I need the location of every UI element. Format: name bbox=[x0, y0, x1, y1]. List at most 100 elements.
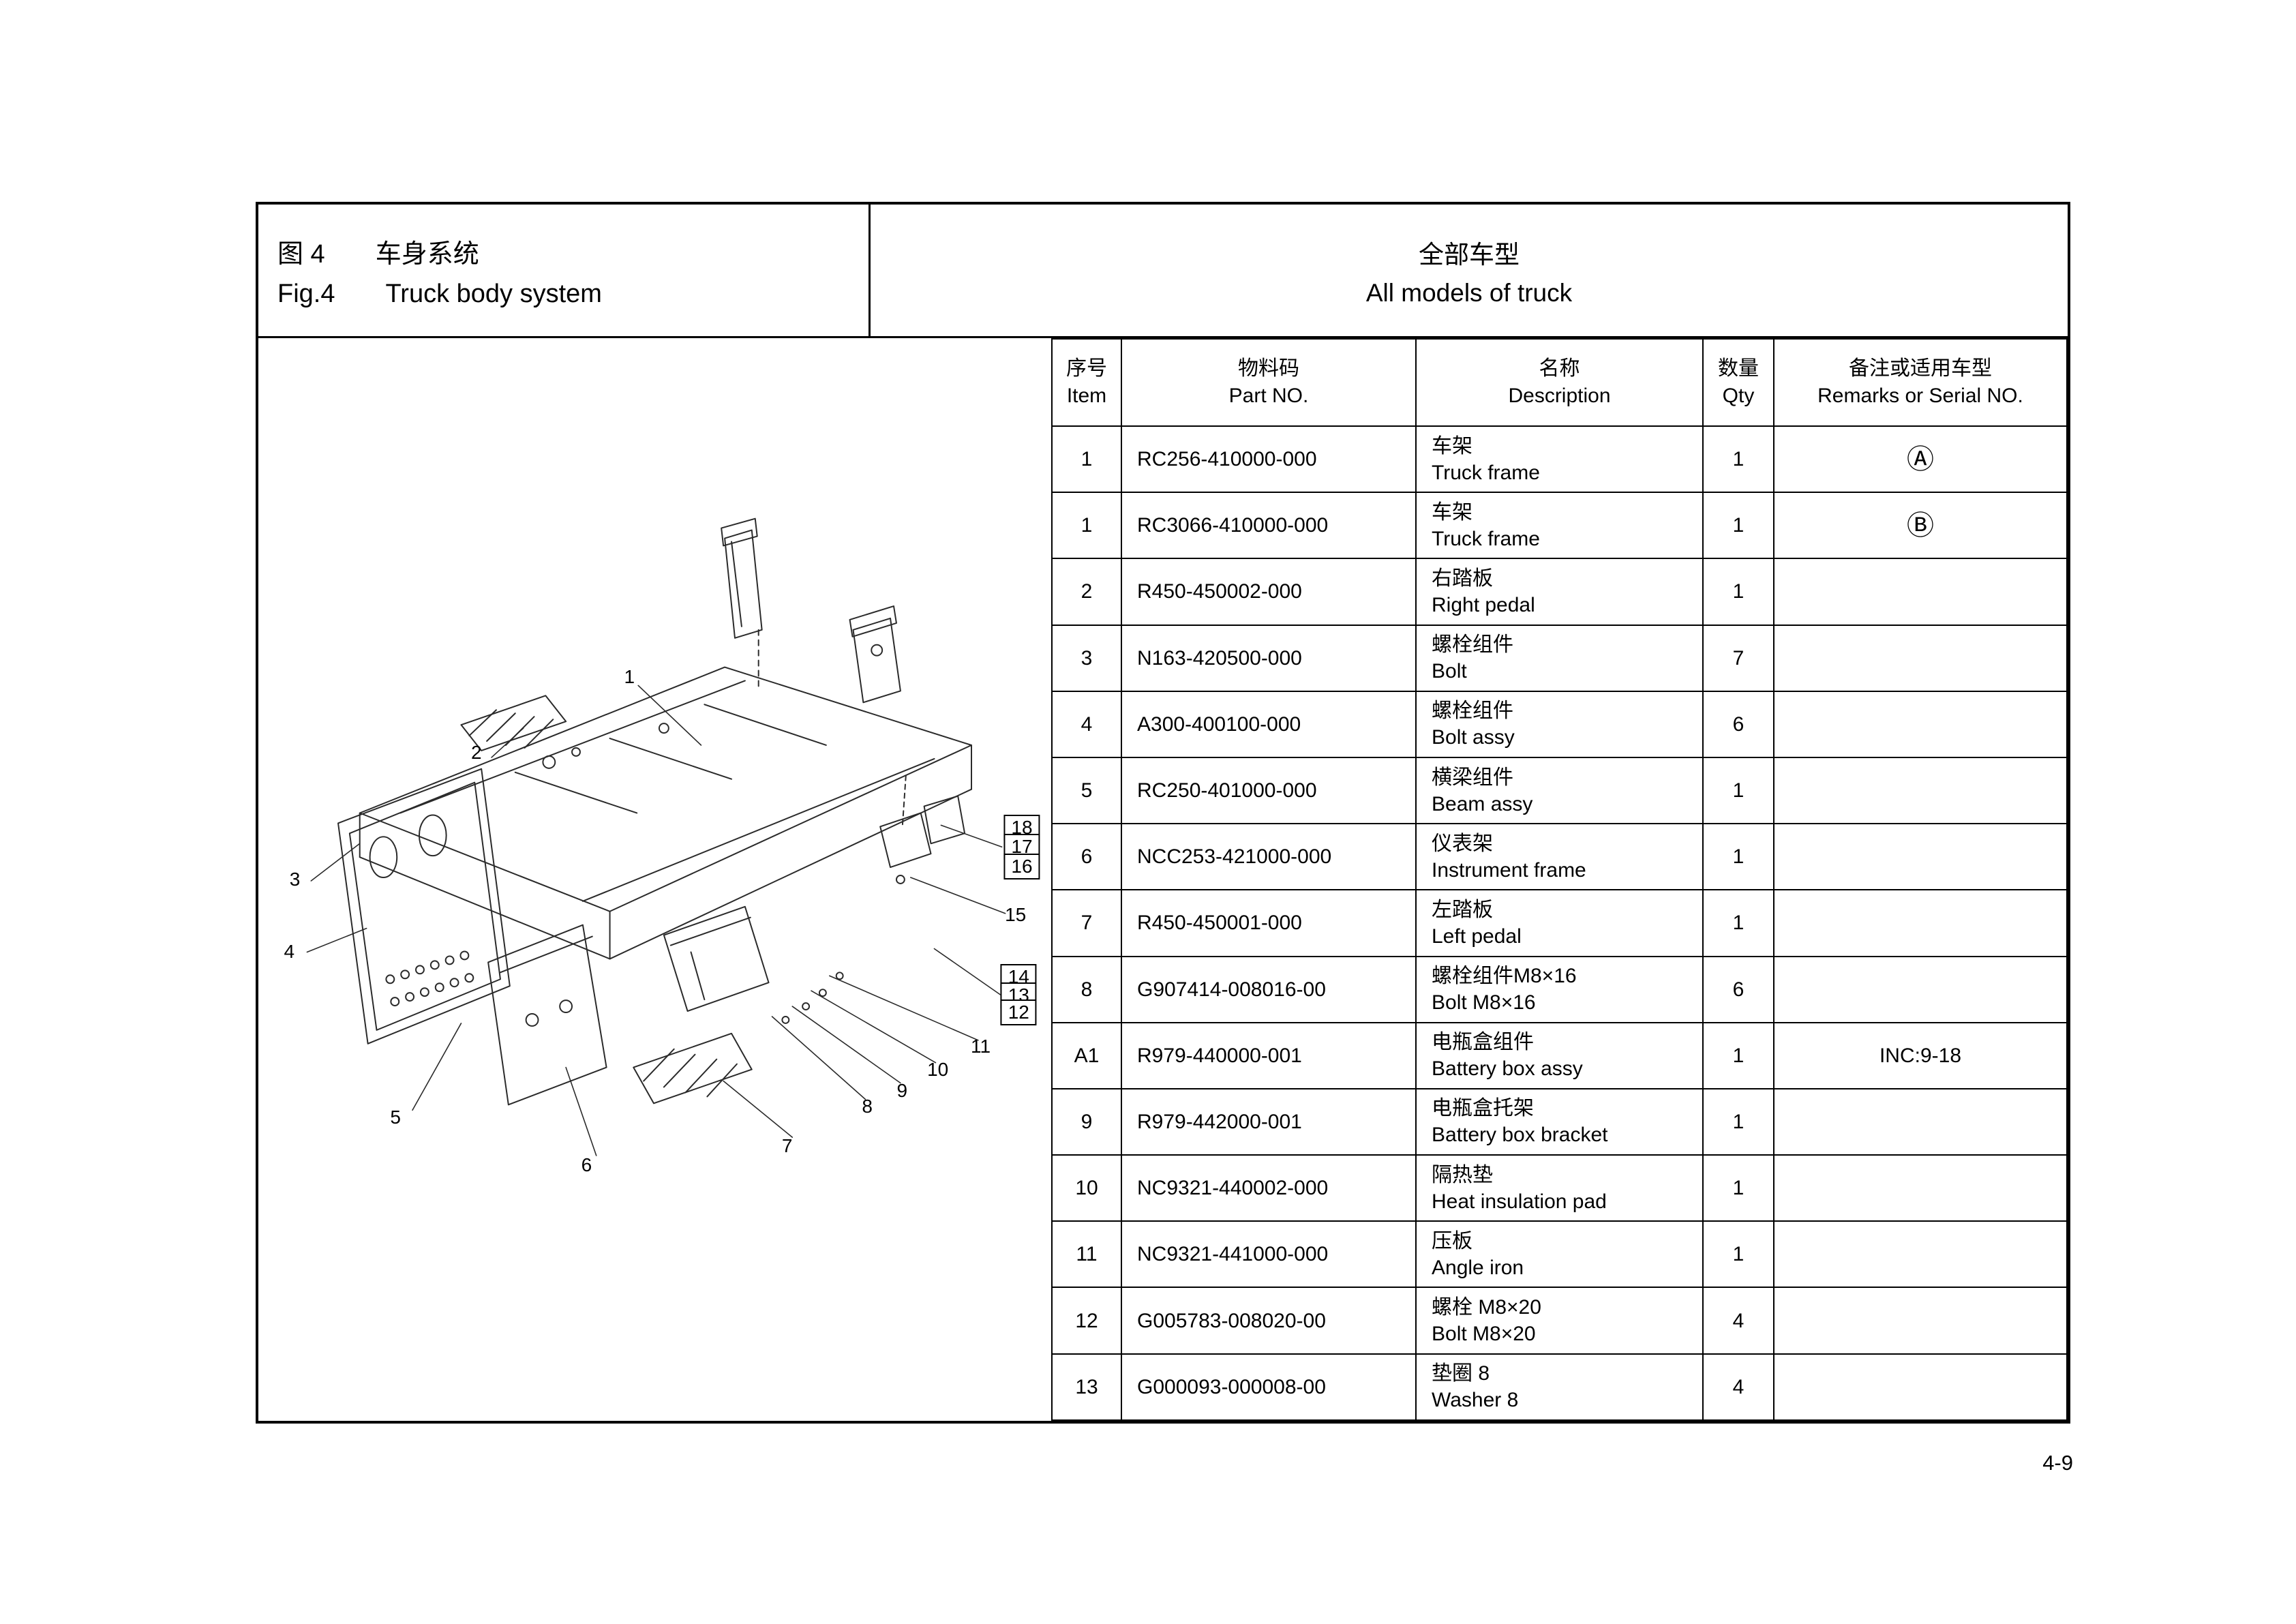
cell-qty: 1 bbox=[1702, 1154, 1774, 1222]
cell-qty: 1 bbox=[1702, 558, 1774, 626]
table-row: 10 NC9321-440002-000 隔热垫 Heat insulation… bbox=[1051, 1154, 2068, 1222]
cell-item: 3 bbox=[1051, 624, 1122, 692]
front-panel bbox=[337, 768, 511, 1044]
description-en: Beam assy bbox=[1432, 792, 1533, 815]
cell-item: 1 bbox=[1051, 492, 1122, 560]
table-row: 1 RC3066-410000-000 车架 Truck frame 1 Ⓑ bbox=[1051, 492, 2068, 560]
cell-remark bbox=[1773, 955, 2068, 1023]
table-row: 4 A300-400100-000 螺栓组件 Bolt assy 6 bbox=[1051, 690, 2068, 758]
cell-qty: 6 bbox=[1702, 955, 1774, 1023]
table-row: 1 RC256-410000-000 车架 Truck frame 1 Ⓐ bbox=[1051, 425, 2068, 494]
callout-8: 8 bbox=[862, 1096, 873, 1117]
cell-description: 螺栓组件 Bolt assy bbox=[1415, 690, 1704, 758]
cell-qty: 1 bbox=[1702, 756, 1774, 825]
description-en: Right pedal bbox=[1432, 593, 1535, 616]
cell-qty: 1 bbox=[1702, 1021, 1774, 1089]
fig-title-cn: 车身系统 bbox=[375, 239, 479, 269]
cell-description: 螺栓组件M8×16 Bolt M8×16 bbox=[1415, 955, 1704, 1023]
table-row: 3 N163-420500-000 螺栓组件 Bolt 7 bbox=[1051, 624, 2068, 692]
col-description: 名称 Description bbox=[1415, 338, 1704, 427]
cell-part-no: A300-400100-000 bbox=[1121, 690, 1417, 758]
leader-lines bbox=[306, 685, 1006, 1156]
cell-part-no: R979-442000-001 bbox=[1121, 1087, 1417, 1156]
header-row: 序号 Item 物料码 Part NO. 名称 Description 数量 bbox=[1051, 338, 2068, 427]
cell-item: 8 bbox=[1051, 955, 1122, 1023]
table-row: 13 G000093-000008-00 垫圈 8 Washer 8 4 bbox=[1051, 1353, 2068, 1422]
cell-remark: INC:9-18 bbox=[1773, 1021, 2068, 1089]
cell-qty: 6 bbox=[1702, 690, 1774, 758]
description-cn: 螺栓组件 bbox=[1432, 633, 1513, 657]
col-item-cn: 序号 bbox=[1066, 357, 1107, 380]
cell-part-no: G005783-008020-00 bbox=[1121, 1287, 1417, 1355]
doc-header: 图 4 车身系统 Fig.4 Truck body system 全部车型 Al… bbox=[258, 205, 2068, 338]
col-part-en: Part NO. bbox=[1228, 385, 1309, 407]
document-frame: 图 4 车身系统 Fig.4 Truck body system 全部车型 Al… bbox=[256, 202, 2070, 1424]
cell-part-no: R450-450001-000 bbox=[1121, 889, 1417, 957]
cell-item: 5 bbox=[1051, 756, 1122, 825]
col-qty-en: Qty bbox=[1722, 385, 1755, 407]
description-cn: 车架 bbox=[1432, 500, 1472, 524]
callout-6: 6 bbox=[581, 1154, 592, 1176]
fig-label-cn: 图 4 bbox=[277, 239, 325, 269]
description-en: Instrument frame bbox=[1432, 858, 1586, 882]
cell-remark bbox=[1773, 1154, 2068, 1222]
cell-item: 10 bbox=[1051, 1154, 1122, 1222]
cell-part-no: NC9321-441000-000 bbox=[1121, 1220, 1417, 1289]
models-cn: 全部车型 bbox=[1419, 241, 1520, 269]
cell-description: 垫圈 8 Washer 8 bbox=[1415, 1353, 1704, 1422]
mast-brackets bbox=[721, 517, 901, 704]
col-part-no: 物料码 Part NO. bbox=[1121, 338, 1417, 427]
callout-3: 3 bbox=[289, 869, 301, 890]
cell-remark: Ⓐ bbox=[1773, 425, 2068, 494]
figure-title-en: Fig.4 Truck body system bbox=[277, 280, 868, 309]
cell-part-no: NCC253-421000-000 bbox=[1121, 823, 1417, 891]
description-cn: 右踏板 bbox=[1432, 567, 1493, 590]
cell-qty: 1 bbox=[1702, 823, 1774, 891]
cell-remark bbox=[1773, 756, 2068, 825]
cell-description: 右踏板 Right pedal bbox=[1415, 558, 1704, 626]
description-cn: 垫圈 8 bbox=[1432, 1362, 1490, 1385]
parts-table: 序号 Item 物料码 Part NO. 名称 Description 数量 bbox=[1051, 338, 2068, 1422]
cell-part-no: NC9321-440002-000 bbox=[1121, 1154, 1417, 1222]
cell-item: 2 bbox=[1051, 558, 1122, 626]
cell-item: 12 bbox=[1051, 1287, 1122, 1355]
callout-1: 1 bbox=[624, 666, 635, 688]
description-en: Truck frame bbox=[1432, 527, 1540, 550]
table-row: 6 NCC253-421000-000 仪表架 Instrument frame… bbox=[1051, 823, 2068, 891]
description-cn: 电瓶盒组件 bbox=[1432, 1031, 1534, 1054]
table-row: 2 R450-450002-000 右踏板 Right pedal 1 bbox=[1051, 558, 2068, 626]
cell-part-no: R450-450002-000 bbox=[1121, 558, 1417, 626]
col-qty-cn: 数量 bbox=[1718, 357, 1759, 380]
table-row: 11 NC9321-441000-000 压板 Angle iron 1 bbox=[1051, 1220, 2068, 1289]
cell-description: 电瓶盒组件 Battery box assy bbox=[1415, 1021, 1704, 1089]
cell-qty: 1 bbox=[1702, 1220, 1774, 1289]
cell-item: 7 bbox=[1051, 889, 1122, 957]
cell-part-no: RC256-410000-000 bbox=[1121, 425, 1417, 494]
description-cn: 压板 bbox=[1432, 1229, 1472, 1252]
battery-box bbox=[663, 905, 770, 1012]
parts-table-head: 序号 Item 物料码 Part NO. 名称 Description 数量 bbox=[1051, 338, 2068, 427]
description-en: Left pedal bbox=[1432, 924, 1522, 948]
description-en: Bolt M8×16 bbox=[1432, 991, 1536, 1014]
cell-description: 横梁组件 Beam assy bbox=[1415, 756, 1704, 825]
col-remarks-cn: 备注或适用车型 bbox=[1849, 357, 1992, 380]
cell-part-no: RC3066-410000-000 bbox=[1121, 492, 1417, 560]
parts-table-body: 1 RC256-410000-000 车架 Truck frame 1 Ⓐ 1 … bbox=[1051, 425, 2068, 1422]
table-row: 12 G005783-008020-00 螺栓 M8×20 Bolt M8×20… bbox=[1051, 1287, 2068, 1355]
cell-part-no: G907414-008016-00 bbox=[1121, 955, 1417, 1023]
table-row: A1 R979-440000-001 电瓶盒组件 Battery box ass… bbox=[1051, 1021, 2068, 1089]
cell-description: 车架 Truck frame bbox=[1415, 492, 1704, 560]
description-cn: 仪表架 bbox=[1432, 832, 1493, 855]
cell-item: A1 bbox=[1051, 1021, 1122, 1089]
description-cn: 左踏板 bbox=[1432, 898, 1493, 921]
cell-description: 隔热垫 Heat insulation pad bbox=[1415, 1154, 1704, 1222]
cell-part-no: N163-420500-000 bbox=[1121, 624, 1417, 692]
cell-item: 6 bbox=[1051, 823, 1122, 891]
description-en: Battery box bracket bbox=[1432, 1124, 1608, 1147]
cell-part-no: G000093-000008-00 bbox=[1121, 1353, 1417, 1422]
cell-item: 13 bbox=[1051, 1353, 1122, 1422]
figure-title-block: 图 4 车身系统 Fig.4 Truck body system bbox=[258, 205, 871, 336]
